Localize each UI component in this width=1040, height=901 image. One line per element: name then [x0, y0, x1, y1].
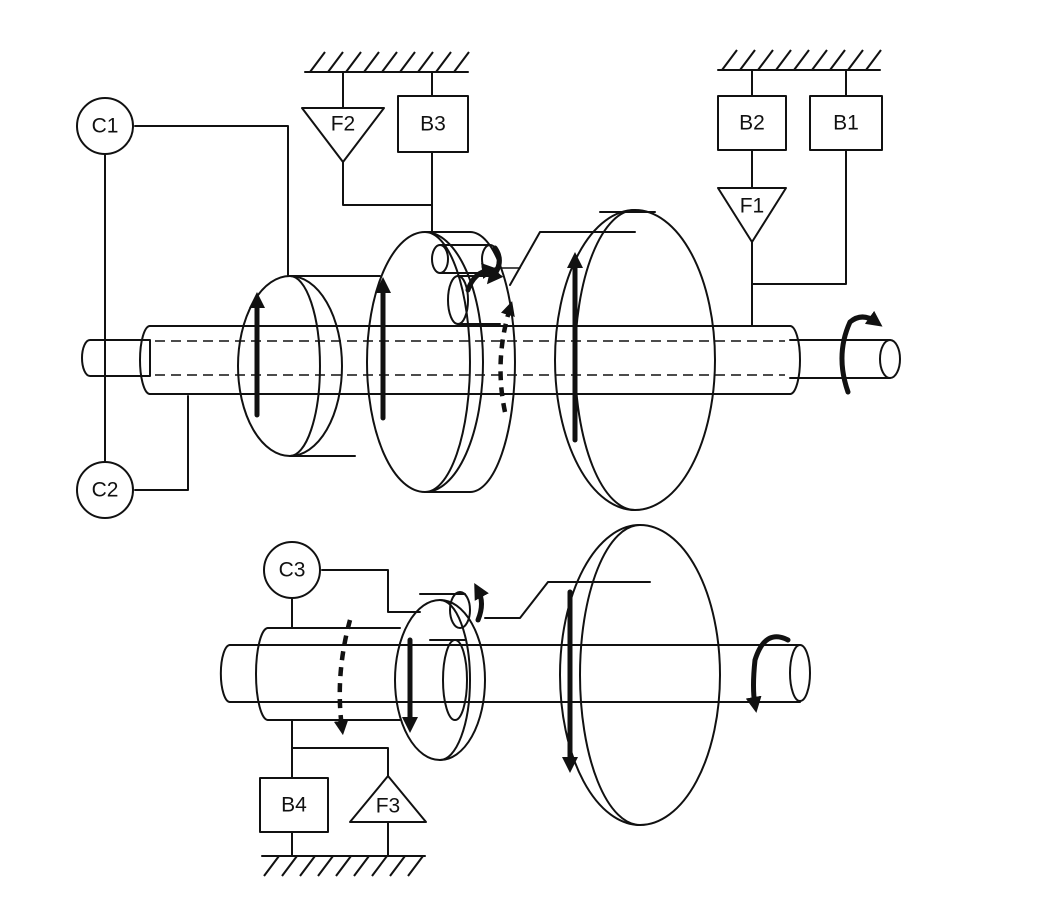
- clutch-drum-c1: [237, 275, 381, 457]
- lower-main-shaft: [219, 627, 811, 721]
- brake-b2: B2: [717, 95, 787, 151]
- clutch-c3: C3: [263, 541, 321, 599]
- planetary-ring-1: [366, 231, 516, 493]
- clutch-c1: C1: [76, 97, 134, 155]
- carrier-link-lower: [484, 581, 651, 619]
- brake-b1-label: B1: [833, 112, 859, 135]
- ground-hatch-top-right: [717, 49, 882, 71]
- one-way-clutch-f1-label: F1: [740, 195, 765, 218]
- brake-b4: B4: [259, 777, 329, 833]
- connections-upper: [104, 69, 847, 491]
- input-shaft: [81, 339, 151, 377]
- one-way-clutch-f3: F3: [349, 775, 427, 823]
- large-ring-gear-upper: [554, 209, 716, 511]
- clutch-c2-label: C2: [92, 479, 119, 502]
- one-way-clutch-f2: F2: [301, 107, 385, 163]
- sun-gear-upper: [431, 244, 501, 325]
- connections-lower: [291, 569, 421, 857]
- lower-drum: [394, 591, 486, 761]
- ground-hatch-bottom: [261, 855, 426, 877]
- brake-b3: B3: [397, 95, 469, 153]
- brake-b3-label: B3: [420, 113, 446, 136]
- upper-output-shaft: [789, 339, 901, 379]
- brake-b1: B1: [809, 95, 883, 151]
- one-way-clutch-f3-label: F3: [376, 795, 401, 818]
- one-way-clutch-f2-label: F2: [331, 113, 356, 136]
- clutch-c1-label: C1: [92, 115, 119, 138]
- rotation-arrows-lower: [333, 582, 791, 774]
- ground-hatch-top-left: [304, 51, 470, 73]
- one-way-clutch-f1: F1: [717, 187, 787, 243]
- clutch-c2: C2: [76, 461, 134, 519]
- brake-b4-label: B4: [281, 794, 307, 817]
- brake-b2-label: B2: [739, 112, 765, 135]
- clutch-c3-label: C3: [279, 559, 306, 582]
- large-ring-gear-lower: [559, 524, 721, 826]
- carrier-link-upper: [494, 231, 636, 286]
- rotation-arrows-upper: [248, 245, 883, 443]
